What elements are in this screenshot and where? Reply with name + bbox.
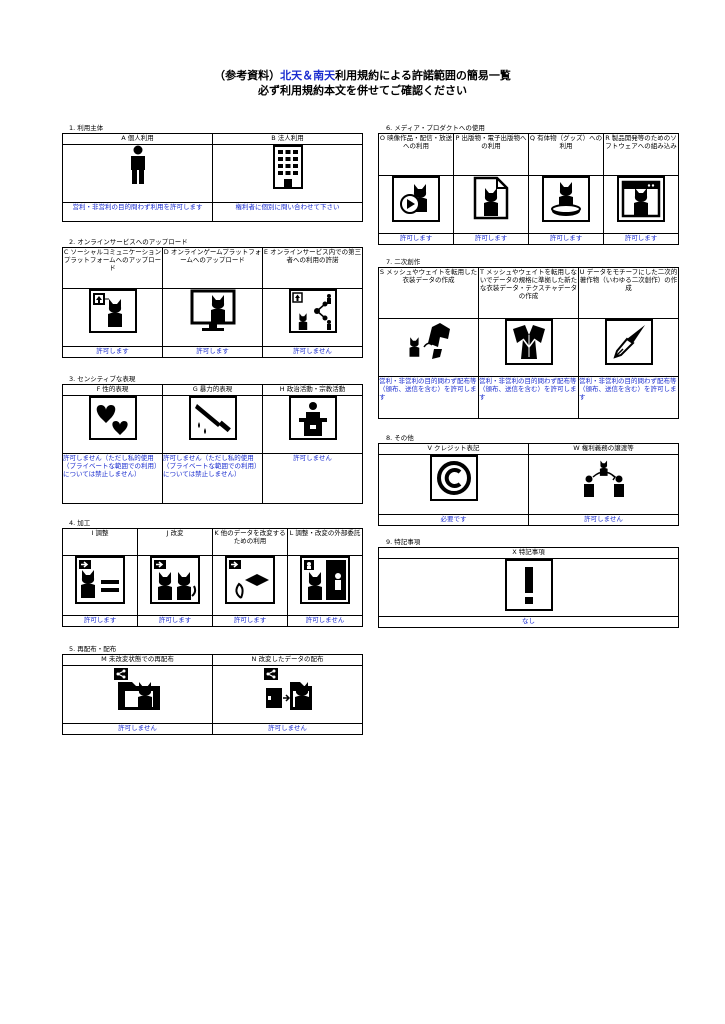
col-w-header: W 権利義務の譲渡等 bbox=[528, 443, 679, 455]
col-s-result: 営利・非営利の目的問わず配布等（頒布、送信を含む）を許可します bbox=[378, 376, 479, 419]
hearts-icon bbox=[88, 396, 137, 440]
col-s-header: S メッシュやウェイトを転用した衣装データの作成 bbox=[378, 267, 479, 319]
outsource-icon bbox=[300, 556, 350, 604]
col-l-result: 許可しません bbox=[287, 615, 363, 627]
title-highlight: 北天＆南天 bbox=[280, 69, 336, 82]
col-t-header: T メッシュやウェイトを転用しないでデータの規格に準拠した新たな衣装データ・テク… bbox=[478, 267, 579, 319]
col-d-result: 許可します bbox=[162, 346, 263, 358]
mesh-clothing-icon bbox=[406, 319, 452, 367]
col-g-result: 許可しません（ただし私的使用（プライベートな範囲での利用）については禁止しません… bbox=[162, 453, 263, 504]
col-l-header: L 調整・改変の外部委託 bbox=[287, 528, 363, 556]
section-1-label: 1. 利用主体 bbox=[69, 124, 104, 132]
exclamation-icon bbox=[504, 559, 553, 611]
col-f-header: F 性的表現 bbox=[62, 384, 163, 396]
distribute-modified-icon bbox=[262, 666, 314, 716]
col-j-result: 許可します bbox=[137, 615, 213, 627]
col-o-result: 許可します bbox=[378, 233, 454, 245]
section-6-table: O 映像作品・配信・放送への利用 P 出版物・電子出版物への利用 Q 有体物（グ… bbox=[378, 133, 679, 245]
col-j-header: J 改変 bbox=[137, 528, 213, 556]
section-8-table: V クレジット表記 W 権利義務の譲渡等 必要です 許可しません bbox=[378, 443, 679, 526]
document-title: （参考資料）北天＆南天利用規約による許諾範囲の簡易一覧 必ず利用規約本文を併せて… bbox=[0, 68, 725, 98]
col-h-header: H 政治活動・宗教活動 bbox=[262, 384, 363, 396]
section-8-label: 8. その他 bbox=[386, 434, 414, 442]
pen-nib-icon bbox=[604, 319, 653, 365]
col-n-result: 許可しません bbox=[212, 723, 363, 735]
col-n-header: N 改変したデータの配布 bbox=[212, 654, 363, 666]
col-q-header: Q 有体物（グッズ）への利用 bbox=[528, 133, 604, 176]
share-cat-icon bbox=[288, 289, 337, 333]
copyright-icon bbox=[429, 455, 478, 501]
title-suffix: 利用規約による許諾範囲の簡易一覧 bbox=[335, 69, 511, 82]
col-m-header: M 未改変状態での再配布 bbox=[62, 654, 213, 666]
col-x-header: X 特記事項 bbox=[378, 547, 679, 559]
col-b-header: B 法人利用 bbox=[212, 133, 363, 145]
monitor-cat-icon bbox=[190, 289, 236, 337]
upload-cat-icon bbox=[88, 289, 137, 333]
col-b-result: 権利者に個別に問い合わせて下さい bbox=[212, 202, 363, 222]
section-5-table: M 未改変状態での再配布 N 改変したデータの配布 許可しません 許可しません bbox=[62, 654, 363, 735]
col-i-result: 許可します bbox=[62, 615, 138, 627]
title-line-1: （参考資料）北天＆南天利用規約による許諾範囲の簡易一覧 bbox=[0, 68, 725, 83]
redistribute-folder-icon bbox=[112, 666, 164, 716]
section-3-label: 3. センシティブな表現 bbox=[69, 375, 136, 383]
col-o-header: O 映像作品・配信・放送への利用 bbox=[378, 133, 454, 176]
ribbon-modify-icon bbox=[225, 556, 275, 604]
col-h-result: 許可しません bbox=[262, 453, 363, 504]
goods-cat-icon bbox=[542, 176, 590, 222]
title-line-2: 必ず利用規約本文を併せてご確認ください bbox=[258, 84, 467, 97]
person-icon bbox=[127, 145, 149, 189]
col-w-result: 許可しません bbox=[528, 514, 679, 526]
col-c-header: C ソーシャルコミュニケーションプラットフォームへのアップロード bbox=[62, 247, 163, 289]
section-4-table: I 調整 J 改変 K 他のデータを改変するための利用 L 調整・改変の外部委託 bbox=[62, 528, 363, 627]
podium-icon bbox=[288, 396, 337, 440]
knife-icon bbox=[188, 396, 237, 440]
title-prefix: （参考資料） bbox=[214, 69, 281, 82]
col-g-header: G 暴力的表現 bbox=[162, 384, 263, 396]
new-clothing-icon bbox=[504, 319, 553, 365]
section-6-label: 6. メディア・プロダクトへの使用 bbox=[386, 124, 485, 132]
col-t-result: 営利・非営利の目的問わず配布等（頒布、送信を含む）を許可します bbox=[478, 376, 579, 419]
col-q-result: 許可します bbox=[528, 233, 604, 245]
col-p-result: 許可します bbox=[453, 233, 529, 245]
section-2-label: 2. オンラインサービスへのアップロード bbox=[69, 238, 188, 246]
transfer-people-icon bbox=[579, 455, 629, 503]
section-1-table: A 個人利用 B 法人利用 営利・非営利の目的問わず利用を許可します 権利者に個… bbox=[62, 133, 363, 222]
col-v-header: V クレジット表記 bbox=[378, 443, 529, 455]
col-u-header: U データをモチーフにした二次的著作物（いわゆる二次創作）の作成 bbox=[578, 267, 679, 319]
col-k-result: 許可します bbox=[212, 615, 288, 627]
section-3-table: F 性的表現 G 暴力的表現 H 政治活動・宗教活動 許可しません（ただし私的使… bbox=[62, 384, 363, 504]
col-r-header: R 製品開発等のためのソフトウェアへの組み込み bbox=[603, 133, 679, 176]
col-x-result: なし bbox=[378, 616, 679, 628]
col-m-result: 許可しません bbox=[62, 723, 213, 735]
section-2-table: C ソーシャルコミュニケーションプラットフォームへのアップロード D オンライン… bbox=[62, 247, 363, 358]
col-a-result: 営利・非営利の目的問わず利用を許可します bbox=[62, 202, 213, 222]
section-9-label: 9. 特記事項 bbox=[386, 538, 421, 546]
col-k-header: K 他のデータを改変するための利用 bbox=[212, 528, 288, 556]
col-c-result: 許可します bbox=[62, 346, 163, 358]
modify-cats-icon bbox=[150, 556, 200, 604]
section-5-label: 5. 再配布・配布 bbox=[69, 645, 117, 653]
section-7-label: 7. 二次創作 bbox=[386, 258, 421, 266]
section-7-table: S メッシュやウェイトを転用した衣装データの作成 T メッシュやウェイトを転用し… bbox=[378, 267, 679, 419]
col-f-result: 許可しません（ただし私的使用（プライベートな範囲での利用）については禁止しません… bbox=[62, 453, 163, 504]
section-4-label: 4. 加工 bbox=[69, 519, 91, 527]
col-r-result: 許可します bbox=[603, 233, 679, 245]
document-cat-icon bbox=[473, 176, 509, 224]
software-window-icon bbox=[617, 176, 665, 222]
section-9-table: X 特記事項 なし bbox=[378, 547, 679, 628]
col-i-header: I 調整 bbox=[62, 528, 138, 556]
col-e-result: 許可しません bbox=[262, 346, 363, 358]
col-v-result: 必要です bbox=[378, 514, 529, 526]
office-building-icon bbox=[272, 145, 303, 193]
col-e-header: E オンラインサービス内での第三者への利用の許諾 bbox=[262, 247, 363, 289]
col-p-header: P 出版物・電子出版物への利用 bbox=[453, 133, 529, 176]
adjust-equal-icon bbox=[75, 556, 125, 604]
col-d-header: D オンラインゲームプラットフォームへのアップロード bbox=[162, 247, 263, 289]
col-u-result: 営利・非営利の目的問わず配布等（頒布、送信を含む）を許可します bbox=[578, 376, 679, 419]
col-a-header: A 個人利用 bbox=[62, 133, 213, 145]
video-cat-icon bbox=[392, 176, 440, 222]
